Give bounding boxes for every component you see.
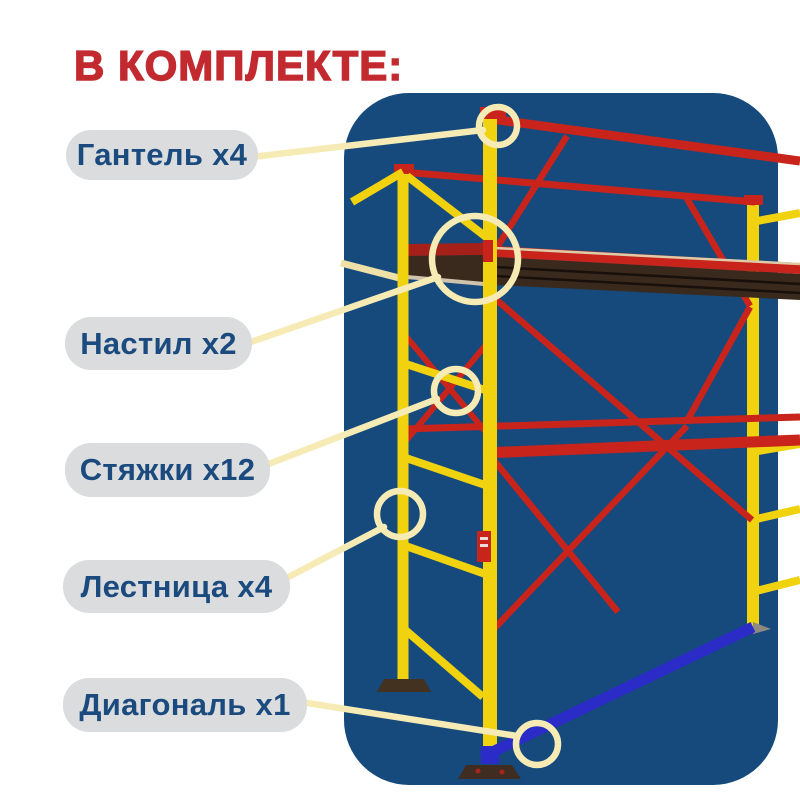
brand-sticker-lower: [477, 531, 491, 562]
page-title: В КОМПЛЕКТЕ:: [73, 41, 404, 89]
callout-line-lestnitsa: [273, 523, 388, 587]
label-text-styazhki: Стяжки x12: [79, 452, 256, 487]
highlight-ring-lestnitsa: [373, 487, 427, 541]
side-braces: [401, 332, 493, 445]
callout-line-nastil: [244, 273, 442, 347]
label-text-nastil: Настил x2: [80, 325, 237, 361]
ladder-frame: [349, 164, 493, 701]
blue-diagonal-tube: [479, 622, 771, 764]
deck-platform: [340, 243, 800, 300]
callout-line-gantel: [248, 126, 487, 161]
callout-line-diagonal: [297, 698, 521, 740]
front-post: [477, 107, 506, 758]
label-text-diagonal: Диагональ x1: [79, 687, 291, 722]
highlight-rings: [373, 103, 562, 769]
callout-line-styazhki: [249, 395, 441, 474]
label-pill-nastil: Настил x2: [65, 317, 252, 370]
highlight-ring-diagonal: [512, 719, 562, 769]
label-text-gantel: Гантель x4: [76, 137, 248, 172]
highlight-ring-styazhki: [430, 365, 482, 417]
label-text-lestnitsa: Лестница x4: [80, 568, 273, 604]
label-pill-lestnitsa: Лестница x4: [63, 560, 290, 613]
label-pill-diagonal: Диагональ x1: [63, 678, 307, 732]
brand-sticker-upper: [483, 240, 493, 262]
mid-tie-rails: [402, 413, 800, 459]
highlight-ring-nastil: [428, 212, 522, 306]
front-braces: [487, 293, 755, 636]
right-post: [744, 195, 763, 627]
highlight-ring-gantel: [475, 103, 521, 149]
label-pill-styazhki: Стяжки x12: [65, 443, 270, 497]
label-pill-gantel: Гантель x4: [66, 130, 258, 180]
callout-lines: [244, 126, 521, 740]
front-base-plate: [458, 765, 521, 779]
